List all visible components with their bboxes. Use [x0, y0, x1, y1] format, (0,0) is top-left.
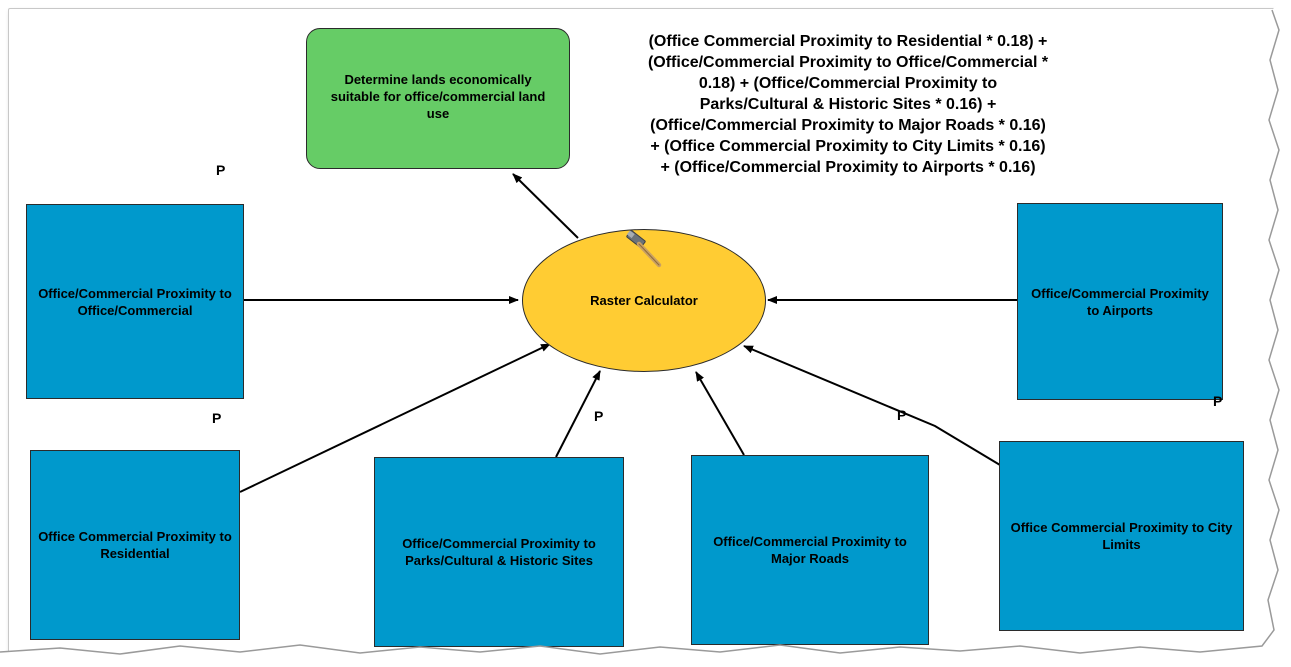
- output-node-label: Determine lands economically suitable fo…: [330, 72, 546, 121]
- expression-text: (Office Commercial Proximity to Resident…: [604, 31, 1092, 178]
- parameter-marker: P: [216, 162, 226, 178]
- expression-line: (Office Commercial Proximity to Resident…: [648, 33, 1048, 50]
- input-label: Office Commercial Proximity to Residenti…: [38, 529, 232, 561]
- expression-line: 0.18) + (Office/Commercial Proximity to: [698, 75, 998, 92]
- expression-line: (Office/Commercial Proximity to Major Ro…: [650, 117, 1046, 134]
- input-label: Office/Commercial Proximity to Airports: [1031, 285, 1209, 318]
- input-major-roads[interactable]: Office/Commercial Proximity to Major Roa…: [691, 455, 929, 645]
- input-label: Office/Commercial Proximity to Office/Co…: [38, 285, 232, 318]
- parameter-marker: P: [594, 408, 604, 424]
- connector-major-roads-to-tool[interactable]: [695, 371, 745, 456]
- input-city-limits[interactable]: Office Commercial Proximity to City Limi…: [999, 441, 1244, 631]
- parameter-marker: P: [1213, 393, 1223, 409]
- input-label: Office/Commercial Proximity to Major Roa…: [713, 534, 907, 566]
- expression-line: + (Office/Commercial Proximity to Airpor…: [660, 159, 1036, 176]
- input-parks-cultural-historic[interactable]: Office/Commercial Proximity to Parks/Cul…: [374, 457, 624, 647]
- input-office-commercial[interactable]: Office/Commercial Proximity to Office/Co…: [26, 204, 244, 399]
- output-node[interactable]: Determine lands economically suitable fo…: [306, 28, 570, 169]
- tool-node-label: Raster Calculator: [590, 293, 698, 308]
- expression-line: Parks/Cultural & Historic Sites * 0.16) …: [699, 96, 997, 113]
- parameter-marker: P: [897, 407, 907, 423]
- hammer-icon: [626, 230, 662, 268]
- input-residential[interactable]: Office Commercial Proximity to Residenti…: [30, 450, 240, 640]
- connector-tool-to-output[interactable]: [512, 173, 579, 239]
- expression-line: + (Office Commercial Proximity to City L…: [650, 138, 1046, 155]
- input-label: Office/Commercial Proximity to Parks/Cul…: [402, 536, 596, 568]
- input-label: Office Commercial Proximity to City Limi…: [1010, 520, 1233, 552]
- input-airports[interactable]: Office/Commercial Proximity to Airports: [1017, 203, 1223, 400]
- parameter-marker: P: [212, 410, 222, 426]
- expression-line: (Office/Commercial Proximity to Office/C…: [647, 54, 1049, 71]
- connector-city-limits-to-tool[interactable]: [743, 345, 1001, 466]
